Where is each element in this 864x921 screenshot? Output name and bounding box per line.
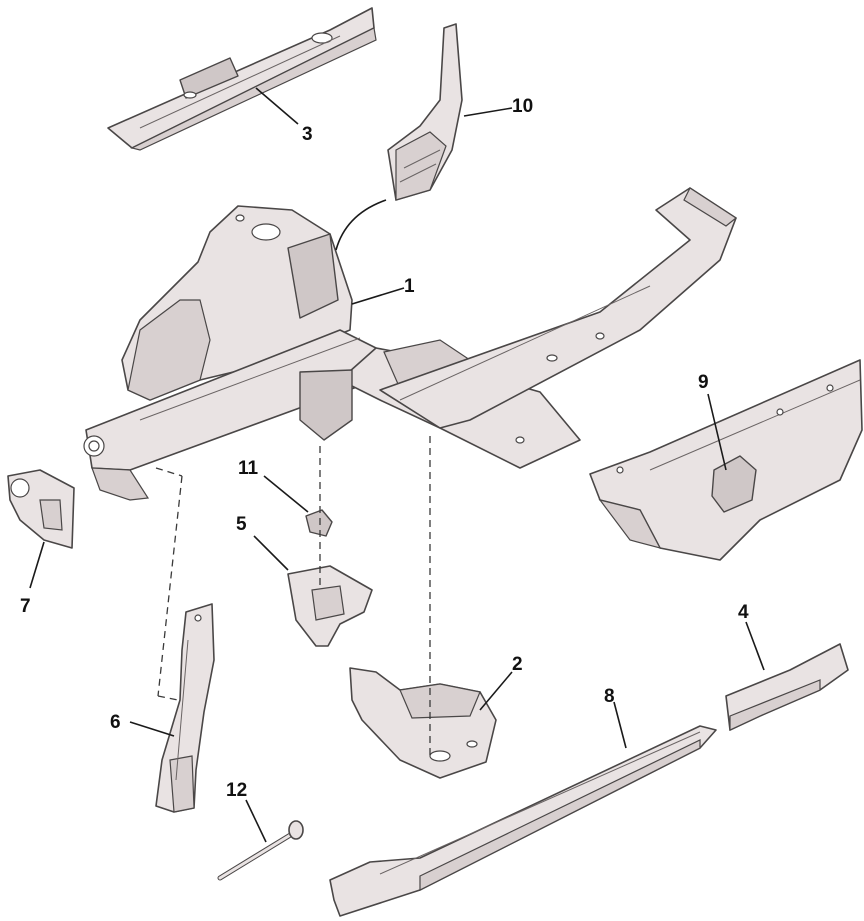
callout-1: 1 bbox=[404, 276, 415, 297]
callout-6: 6 bbox=[110, 712, 121, 733]
leader-7 bbox=[29, 541, 45, 589]
leader-12 bbox=[245, 799, 267, 843]
callout-9: 9 bbox=[698, 372, 709, 393]
leader-10 bbox=[463, 107, 513, 117]
part-10-bracket bbox=[387, 23, 463, 201]
part-4-sill-end bbox=[725, 643, 849, 731]
alignment-line-6-foot bbox=[157, 695, 179, 701]
leader-2 bbox=[479, 671, 513, 711]
callout-5: 5 bbox=[236, 514, 247, 535]
callout-3: 3 bbox=[302, 124, 313, 145]
leader-3 bbox=[255, 87, 299, 125]
leader-4 bbox=[745, 621, 765, 671]
part-3-cross-member bbox=[107, 7, 377, 151]
leader-6 bbox=[129, 721, 175, 737]
callout-10: 10 bbox=[512, 96, 533, 117]
callout-7: 7 bbox=[20, 596, 31, 617]
part-9-floor-panel bbox=[589, 359, 863, 561]
callout-11: 11 bbox=[238, 458, 259, 479]
callout-2: 2 bbox=[512, 654, 523, 675]
leader-1 bbox=[351, 287, 405, 305]
part-2-support-cup bbox=[349, 667, 497, 779]
leader-10-curve bbox=[335, 199, 387, 251]
callout-4: 4 bbox=[738, 602, 749, 623]
part-12-bolt bbox=[217, 820, 304, 881]
part-7-front-bracket bbox=[7, 469, 75, 549]
part-1-front-frame bbox=[83, 187, 738, 501]
part-8-sill bbox=[329, 725, 717, 917]
callout-8: 8 bbox=[604, 686, 615, 707]
leader-8 bbox=[613, 701, 627, 749]
leader-9 bbox=[707, 393, 727, 471]
part-6-vertical-brace bbox=[155, 603, 215, 813]
leader-11 bbox=[263, 475, 309, 513]
alignment-line-6 bbox=[155, 467, 183, 477]
leader-5 bbox=[253, 535, 289, 571]
callout-12: 12 bbox=[226, 780, 247, 801]
part-11-clip bbox=[305, 509, 333, 537]
alignment-line-6-vert bbox=[157, 475, 183, 697]
part-5-bracket bbox=[287, 565, 373, 647]
